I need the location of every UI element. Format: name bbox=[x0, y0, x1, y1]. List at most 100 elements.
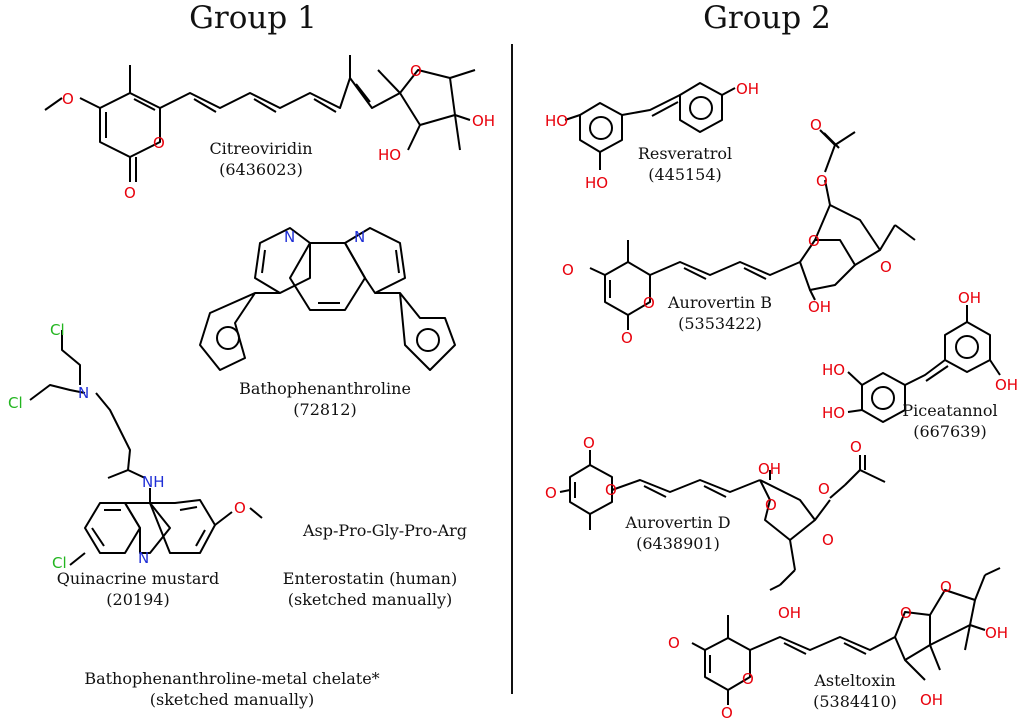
piceatannol-label: Piceatannol (667639) bbox=[890, 400, 1010, 442]
atom-oh: OH bbox=[958, 289, 981, 307]
atom-ho: HO bbox=[822, 404, 845, 422]
piceatannol-structure: OH OH HO HO bbox=[822, 289, 1018, 423]
atom-ho: HO bbox=[585, 174, 608, 192]
atom-o: O bbox=[808, 232, 820, 250]
atom-o: O bbox=[940, 578, 952, 596]
aurovertin-d-label: Aurovertin D (6438901) bbox=[608, 512, 748, 554]
compound-name: Asteltoxin bbox=[814, 671, 896, 690]
compound-cid: (667639) bbox=[913, 422, 987, 441]
atom-cl: Cl bbox=[8, 394, 23, 412]
compound-name: Bathophenanthroline-metal chelate* bbox=[84, 669, 380, 688]
quinacrine-center-ring bbox=[124, 502, 171, 554]
group-2-header: Group 2 bbox=[703, 0, 831, 36]
atom-n: N bbox=[284, 228, 295, 246]
atom-o: O bbox=[410, 62, 422, 80]
atom-o: O bbox=[234, 499, 246, 517]
compound-name: Aurovertin B bbox=[668, 293, 772, 312]
compound-name: Bathophenanthroline bbox=[239, 379, 411, 398]
compound-cid: (5353422) bbox=[678, 314, 762, 333]
atom-o: O bbox=[721, 704, 733, 720]
atom-o: O bbox=[605, 481, 617, 499]
atom-oh: OH bbox=[808, 298, 831, 316]
atom-oh: OH bbox=[472, 112, 495, 130]
aurovertin-b-structure: O O O O O OH O O bbox=[562, 116, 916, 347]
atom-o: O bbox=[818, 480, 830, 498]
compound-name: Resveratrol bbox=[637, 144, 733, 163]
chelate-label: Bathophenanthroline-metal chelate* (sket… bbox=[72, 668, 392, 710]
compound-cid: (6436023) bbox=[219, 160, 303, 179]
compound-cid: (6438901) bbox=[636, 534, 720, 553]
atom-o: O bbox=[583, 434, 595, 452]
piceatannol-ring-b bbox=[944, 321, 991, 373]
batho-right-phenyl bbox=[399, 292, 456, 371]
citreoviridin-label: Citreoviridin (6436023) bbox=[186, 138, 336, 180]
resveratrol-label: Resveratrol (445154) bbox=[620, 143, 750, 185]
enterostatin-sequence: Asp-Pro-Gly-Pro-Arg bbox=[302, 521, 468, 540]
atom-cl: Cl bbox=[50, 321, 65, 339]
atom-o: O bbox=[816, 172, 828, 190]
atom-n: N bbox=[78, 384, 89, 402]
compound-name: Quinacrine mustard bbox=[56, 569, 220, 588]
atom-o: O bbox=[850, 438, 862, 456]
atom-o: O bbox=[124, 184, 136, 202]
asteltoxin-label: Asteltoxin (5384410) bbox=[795, 670, 915, 712]
asteltoxin-structure: O O O O O OH OH bbox=[668, 567, 1008, 720]
atom-o: O bbox=[822, 531, 834, 549]
citreoviridin-thf-ring bbox=[399, 69, 456, 126]
resveratrol-ring-a bbox=[579, 102, 623, 153]
atom-oh: OH bbox=[736, 80, 759, 98]
compound-cid: (72812) bbox=[293, 400, 357, 419]
atom-o: O bbox=[562, 261, 574, 279]
atom-o: O bbox=[668, 634, 680, 652]
batho-left-phenyl bbox=[199, 292, 256, 371]
quinacrine-structure: Cl Cl N NH N Cl O bbox=[8, 321, 263, 572]
bathophenanthroline-label: Bathophenanthroline (72812) bbox=[225, 378, 425, 420]
compound-name: Piceatannol bbox=[902, 401, 998, 420]
bathophenanthroline-structure: N N bbox=[199, 227, 456, 371]
asteltoxin-thf-b bbox=[929, 589, 976, 646]
compound-name: Enterostatin (human) bbox=[282, 569, 458, 588]
atom-o: O bbox=[621, 329, 633, 347]
batho-right-pyridine bbox=[344, 227, 406, 294]
atom-ho: HO bbox=[545, 112, 568, 130]
resveratrol-structure: OH HO HO bbox=[545, 80, 759, 192]
compound-name: Aurovertin D bbox=[625, 513, 731, 532]
atom-oh: OH bbox=[920, 691, 943, 709]
atom-oh: OH bbox=[758, 460, 781, 478]
atom-ho: HO bbox=[822, 361, 845, 379]
citreoviridin-pyrone-ring bbox=[99, 92, 161, 158]
group-1-header: Group 1 bbox=[189, 0, 317, 36]
atom-n: N bbox=[354, 228, 365, 246]
batho-left-pyridine bbox=[254, 227, 311, 294]
resveratrol-ring-b bbox=[679, 82, 723, 133]
compound-cid: (20194) bbox=[106, 590, 170, 609]
atom-oh: OH bbox=[778, 604, 801, 622]
aurovertin-b-label: Aurovertin B (5353422) bbox=[650, 292, 790, 334]
atom-o: O bbox=[810, 116, 822, 134]
atom-o: O bbox=[545, 484, 557, 502]
group-divider bbox=[511, 44, 513, 694]
atom-oh: OH bbox=[985, 624, 1008, 642]
quinacrine-label: Quinacrine mustard (20194) bbox=[38, 568, 238, 610]
atom-o: O bbox=[880, 258, 892, 276]
citreoviridin-structure: O O O O OH HO bbox=[44, 55, 495, 202]
atom-o: O bbox=[153, 134, 165, 152]
atom-cl: Cl bbox=[52, 554, 67, 572]
atom-nh: NH bbox=[142, 473, 165, 491]
atom-o: O bbox=[643, 294, 655, 312]
compound-cid: (445154) bbox=[648, 165, 722, 184]
atom-oh: OH bbox=[995, 376, 1018, 394]
quinacrine-right-ring bbox=[149, 499, 216, 554]
compound-cid: (5384410) bbox=[813, 692, 897, 711]
atom-o: O bbox=[900, 604, 912, 622]
atom-o: O bbox=[62, 90, 74, 108]
batho-center-ring bbox=[289, 242, 366, 311]
compound-note: (sketched manually) bbox=[149, 690, 315, 709]
compound-note: (sketched manually) bbox=[287, 590, 453, 609]
atom-ho: HO bbox=[378, 146, 401, 164]
atom-o: O bbox=[742, 670, 754, 688]
aurovertin-d-structure: O O O OH O O O OH O bbox=[545, 434, 886, 622]
compound-name: Citreoviridin bbox=[209, 139, 313, 158]
atom-n: N bbox=[138, 549, 149, 567]
